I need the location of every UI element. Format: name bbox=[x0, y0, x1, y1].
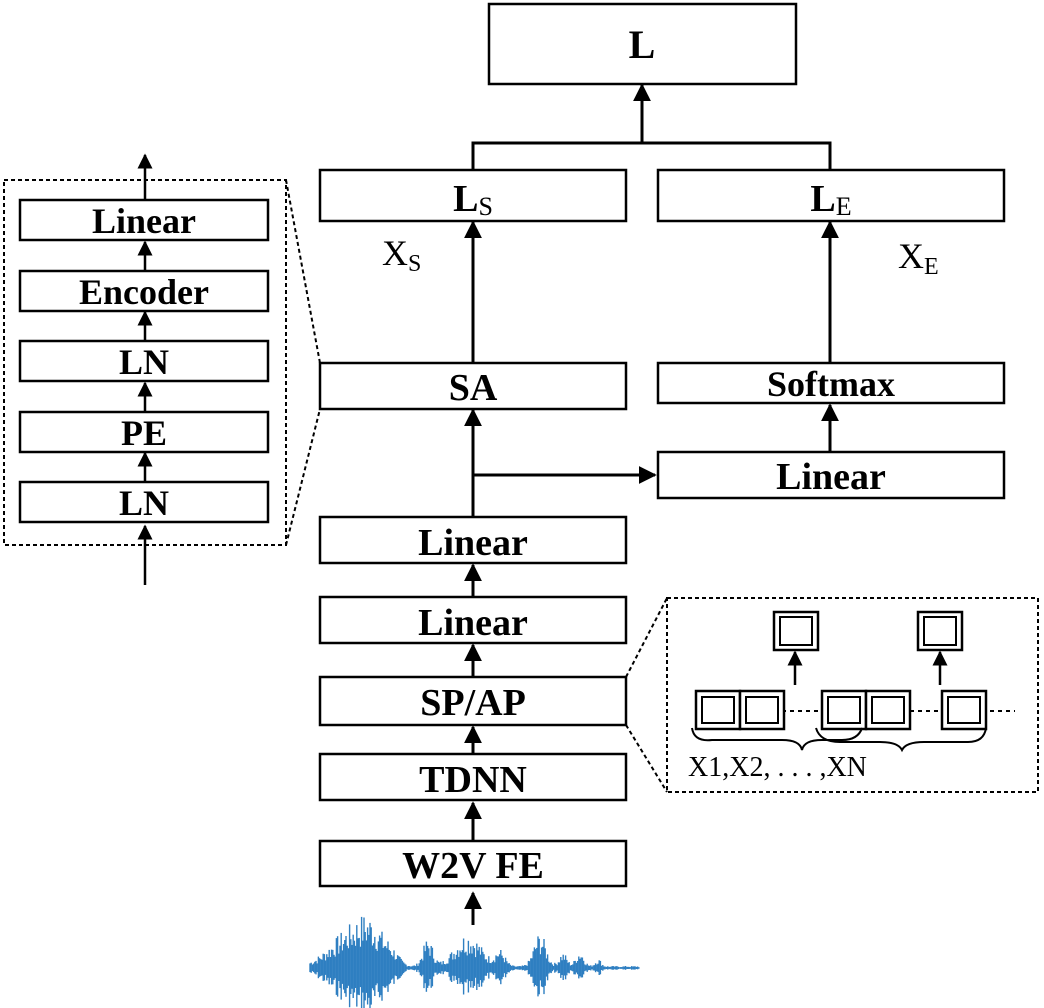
window-braces bbox=[691, 727, 987, 753]
frame-box-inner bbox=[701, 696, 735, 724]
frame-box-inner bbox=[947, 696, 981, 724]
sa-detail-inset: Linear Encoder LN PE LN bbox=[3, 153, 321, 585]
tdnn-block: TDNN bbox=[318, 752, 628, 802]
total-loss-label: L bbox=[629, 22, 656, 67]
xe-label: XE bbox=[898, 236, 939, 280]
emotion-loss-label: LE bbox=[810, 178, 851, 221]
audio-waveform bbox=[309, 916, 640, 1008]
softmax-label: Softmax bbox=[767, 364, 895, 404]
speaker-loss-block: LS bbox=[318, 168, 628, 223]
sa-detail-pe-block: PE bbox=[18, 410, 270, 454]
w2v-fe-block: W2V FE bbox=[318, 839, 628, 888]
linear-1-label: Linear bbox=[418, 602, 528, 644]
linear-2-label: Linear bbox=[418, 522, 528, 564]
sa-label: SA bbox=[449, 367, 498, 409]
sa-detail-ln-top-label: LN bbox=[119, 342, 169, 382]
pooling-detail-inset: X1,X2, . . . ,XN bbox=[625, 597, 1039, 793]
frame-box-inner bbox=[745, 696, 779, 724]
sa-detail-linear-label: Linear bbox=[92, 201, 196, 241]
branch-linear-label: Linear bbox=[776, 456, 886, 498]
emotion-loss-block: LE bbox=[656, 168, 1006, 223]
sa-detail-encoder-block: Encoder bbox=[18, 269, 270, 313]
sa-detail-ln-bottom-label: LN bbox=[119, 483, 169, 523]
xs-label: XS bbox=[382, 233, 421, 277]
sa-detail-ln-top-block: LN bbox=[18, 339, 270, 383]
pooled-output-boxes bbox=[772, 610, 964, 652]
frame-box-inner bbox=[871, 696, 905, 724]
tdnn-label: TDNN bbox=[419, 759, 527, 801]
speaker-loss-label: LS bbox=[453, 178, 493, 221]
sa-detail-ln-bottom-block: LN bbox=[18, 480, 270, 524]
pooling-block: SP/AP bbox=[318, 675, 628, 727]
total-loss-block: L bbox=[487, 2, 798, 86]
frame-boxes bbox=[694, 689, 988, 731]
frame-box-inner bbox=[827, 696, 861, 724]
branch-linear-block: Linear bbox=[656, 450, 1006, 500]
sa-detail-pe-label: PE bbox=[121, 413, 167, 453]
sa-detail-encoder-label: Encoder bbox=[79, 272, 209, 312]
sa-detail-linear-block: Linear bbox=[18, 198, 270, 242]
pooling-label: SP/AP bbox=[420, 682, 526, 724]
main-arrows bbox=[464, 83, 839, 925]
w2v-fe-label: W2V FE bbox=[402, 845, 544, 887]
linear-block-1: Linear bbox=[318, 595, 628, 645]
linear-block-2: Linear bbox=[318, 515, 628, 565]
sa-block: SA bbox=[318, 361, 628, 411]
softmax-block: Softmax bbox=[656, 361, 1006, 405]
sequence-label: X1,X2, . . . ,XN bbox=[688, 752, 867, 783]
